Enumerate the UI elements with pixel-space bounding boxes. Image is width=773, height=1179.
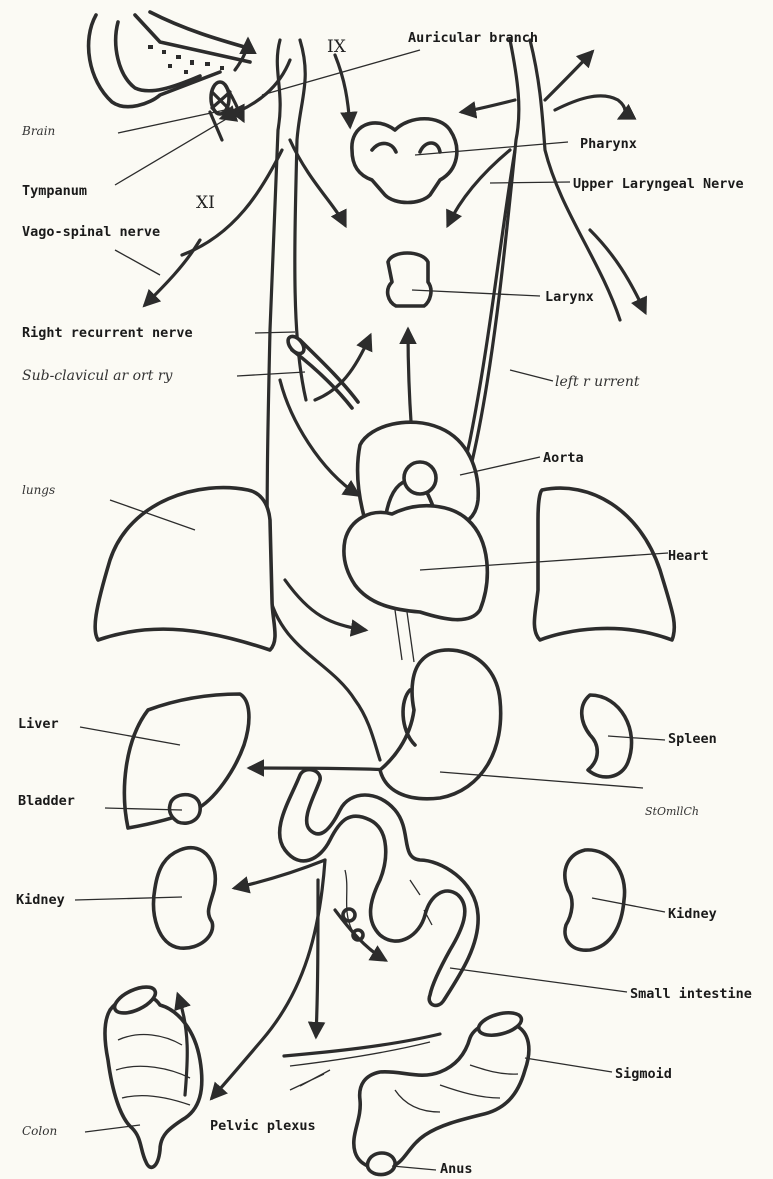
stomach-label: StOmllCh xyxy=(645,805,699,818)
heart-label: Heart xyxy=(668,548,709,564)
spleen-shape xyxy=(582,695,632,777)
spleen-label: Spleen xyxy=(668,731,717,747)
auricular-branch-label: Auricular branch xyxy=(408,30,538,46)
anus-label: Anus xyxy=(440,1161,473,1177)
kidney-left-label: Kidney xyxy=(16,892,65,908)
aorta-label: Aorta xyxy=(543,450,584,466)
lung-left xyxy=(95,488,275,650)
larynx-shape xyxy=(388,253,431,306)
kidney-right-shape xyxy=(565,850,625,950)
small-intestine-label: Small intestine xyxy=(630,986,752,1002)
bladder-shape xyxy=(169,795,200,824)
left-recurrent-label: left r urrent xyxy=(555,374,640,390)
colon-label: Colon xyxy=(22,1124,57,1138)
small-intestine-shape xyxy=(280,770,479,1006)
bladder-label: Bladder xyxy=(18,793,75,809)
colon-shape xyxy=(105,982,202,1168)
lung-right xyxy=(534,488,674,640)
cranial-nerve-ix-label: IX xyxy=(327,37,347,57)
lungs-label: lungs xyxy=(22,483,55,497)
larynx-label: Larynx xyxy=(545,289,594,305)
ear-illustration xyxy=(89,12,250,140)
pharynx-label: Pharynx xyxy=(580,136,637,152)
right-recurrent-nerve-label: Right recurrent nerve xyxy=(22,325,193,341)
cranial-nerve-xi-label: XI xyxy=(196,193,215,213)
upper-laryngeal-nerve-label: Upper Laryngeal Nerve xyxy=(573,176,744,192)
pelvic-plexus-label: Pelvic plexus xyxy=(210,1118,316,1134)
liver-label: Liver xyxy=(18,716,59,732)
sigmoid-label: Sigmoid xyxy=(615,1066,672,1082)
tympanum-label: Tympanum xyxy=(22,183,87,199)
brain-label: Brain xyxy=(21,124,55,138)
pharynx-shape xyxy=(352,119,457,203)
heart-and-aorta xyxy=(344,422,487,662)
kidney-right-label: Kidney xyxy=(668,906,717,922)
stomach-shape xyxy=(380,650,501,799)
vago-spinal-nerve-label: Vago-spinal nerve xyxy=(22,224,160,240)
subclavicular-artery-label: Sub-clavicul ar ort ry xyxy=(22,368,174,384)
